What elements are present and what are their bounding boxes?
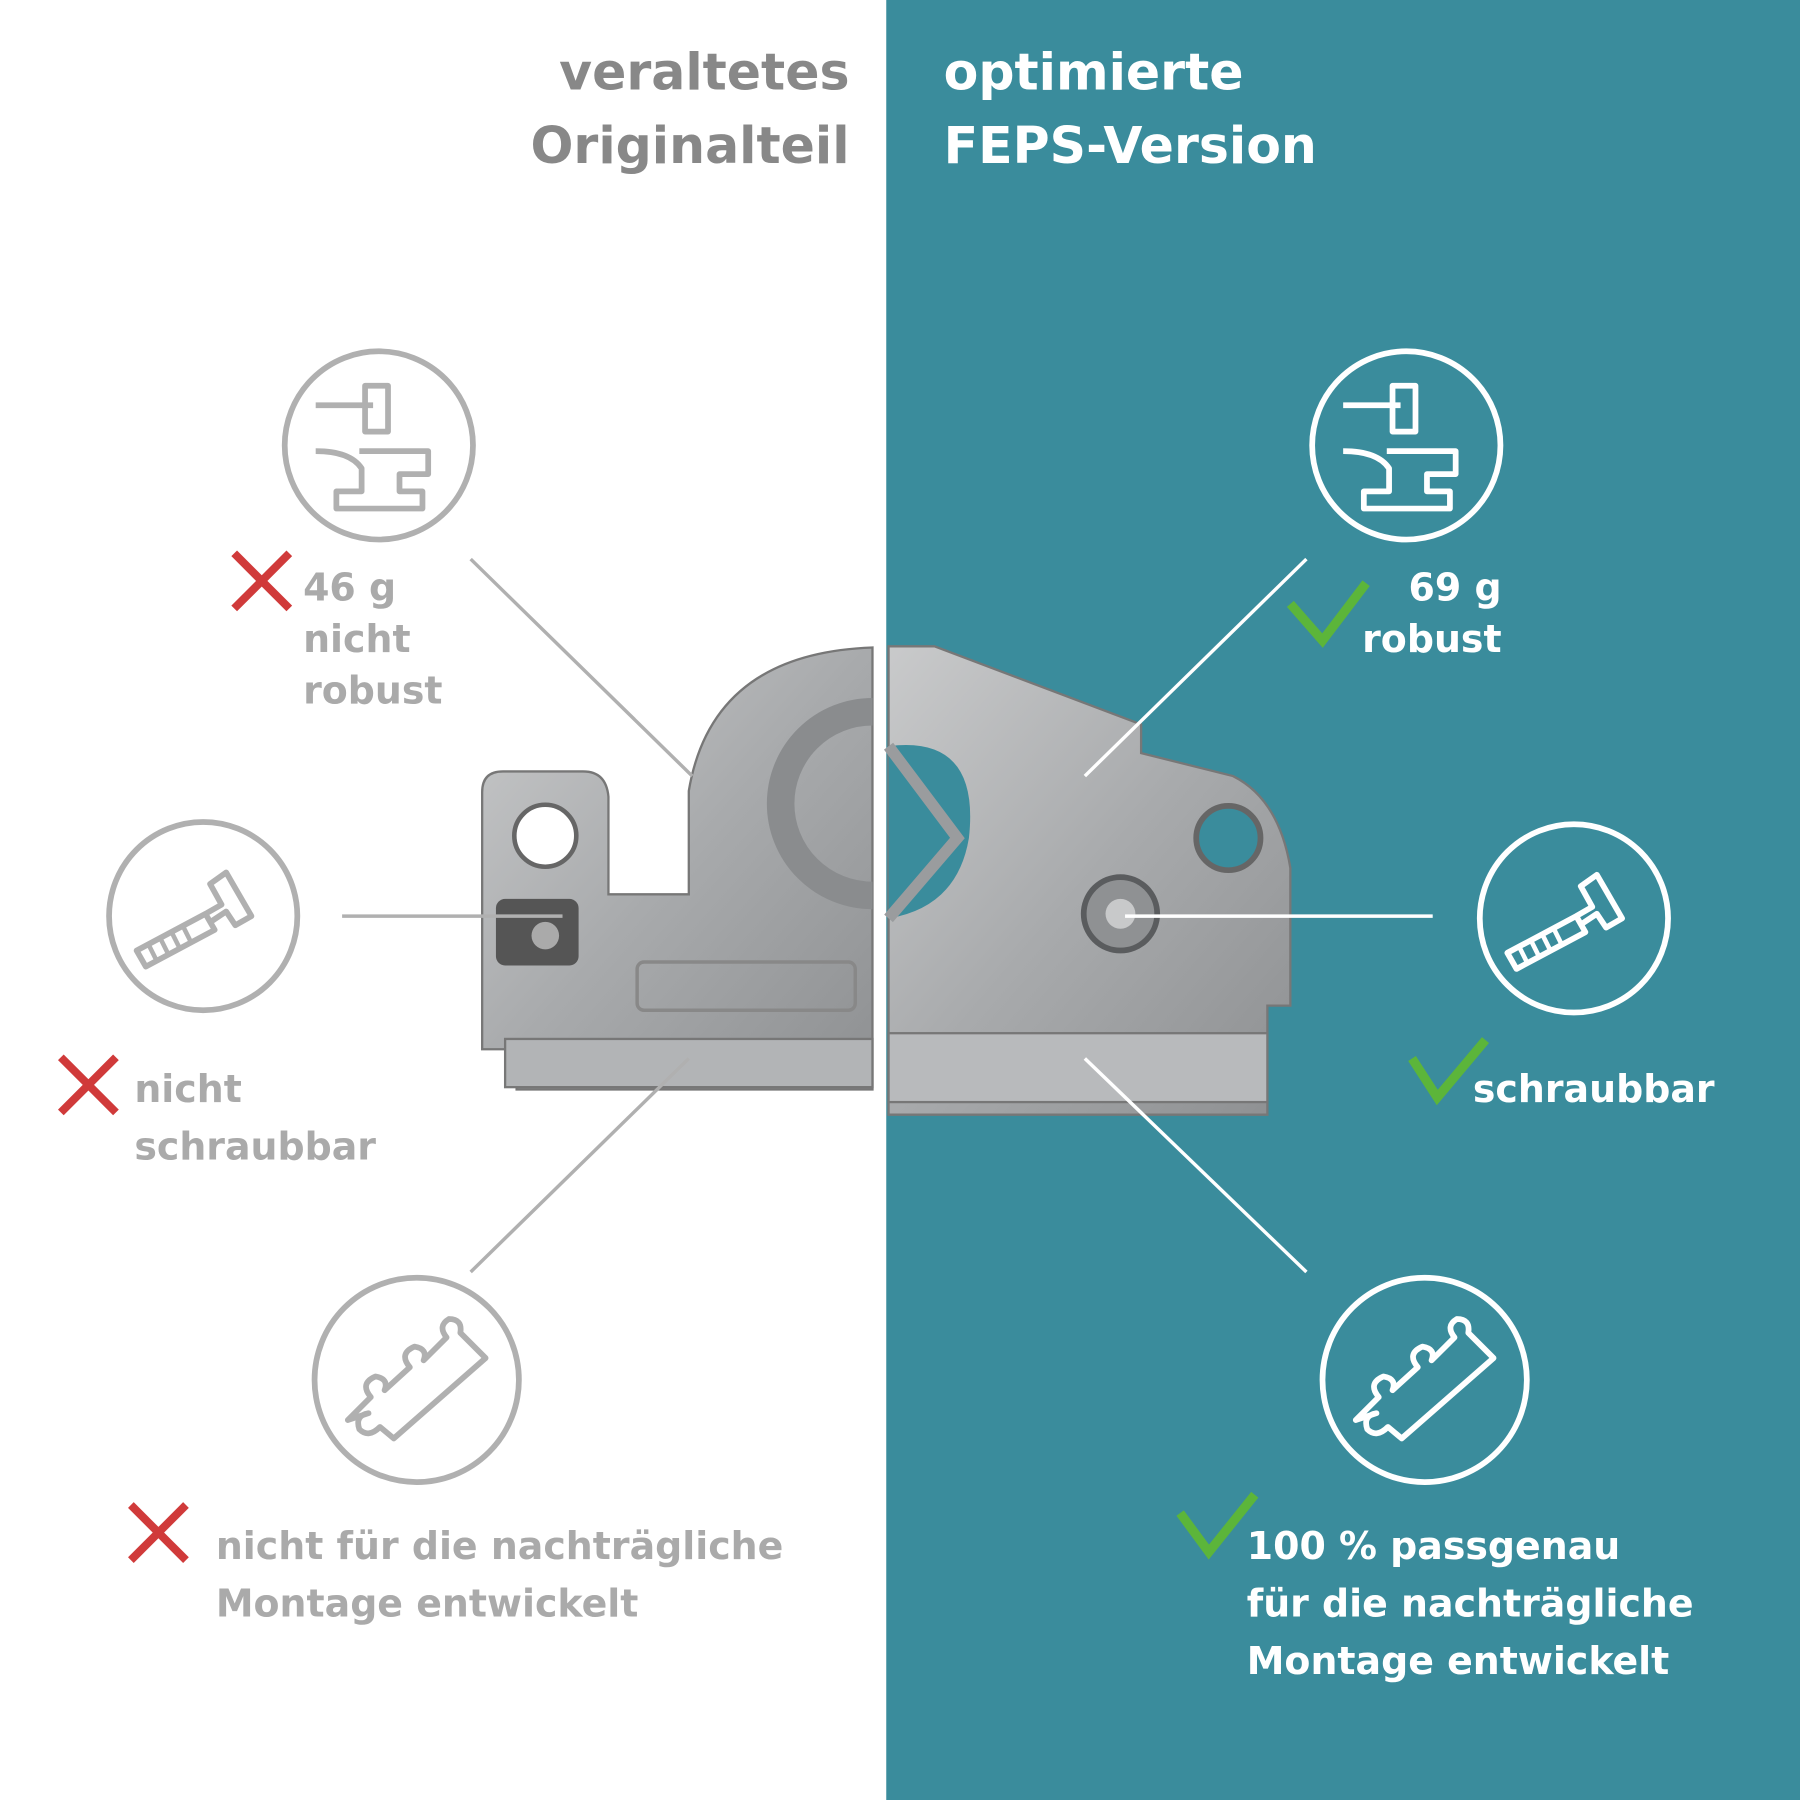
anvil-hammer-icon bbox=[281, 348, 476, 543]
label-line: nicht für die nachträgliche bbox=[215, 1523, 784, 1569]
check-icon bbox=[1286, 580, 1370, 648]
puzzle-icon bbox=[1319, 1274, 1530, 1485]
label-line: 46 g bbox=[303, 564, 397, 610]
label-line: schraubbar bbox=[1472, 1066, 1715, 1112]
label-line: robust bbox=[1362, 616, 1502, 662]
connector-lines-right bbox=[1083, 557, 1433, 1274]
puzzle-icon bbox=[311, 1274, 522, 1485]
label-line: nicht bbox=[134, 1066, 242, 1112]
label-line: Montage entwickelt bbox=[1246, 1638, 1670, 1683]
label-line: 100 % passgenau bbox=[1246, 1523, 1621, 1569]
feature-weight-feps: 69 g robust bbox=[1362, 561, 1501, 664]
heading-feps: optimierte FEPS-Version bbox=[944, 37, 1317, 184]
heading-line: FEPS-Version bbox=[943, 117, 1317, 176]
screw-icon bbox=[1476, 821, 1671, 1016]
check-marks bbox=[1176, 580, 1490, 1560]
cross-icon bbox=[231, 550, 293, 612]
label-line: nicht bbox=[303, 616, 411, 662]
heading-line: optimierte bbox=[943, 43, 1244, 103]
check-icon bbox=[1176, 1491, 1259, 1560]
feature-screw-original: nicht schraubbar bbox=[134, 1061, 376, 1176]
feature-retrofit-original: nicht für die nachträgliche Montage entw… bbox=[216, 1518, 784, 1633]
heading-original: veraltetes Originalteil bbox=[530, 37, 849, 184]
connector-lines-left bbox=[342, 557, 694, 1274]
label-line: für die nachträgliche bbox=[1246, 1580, 1694, 1626]
anvil-hammer-icon bbox=[1309, 348, 1504, 543]
heading-line: Originalteil bbox=[530, 117, 850, 176]
cross-marks bbox=[58, 550, 293, 1563]
feps-part-photo bbox=[883, 645, 1292, 1116]
feature-retrofit-feps: 100 % passgenau für die nachträgliche Mo… bbox=[1247, 1518, 1694, 1690]
heading-line: veraltetes bbox=[559, 43, 850, 103]
label-line: Montage entwickelt bbox=[215, 1580, 639, 1626]
label-line: schraubbar bbox=[134, 1123, 377, 1169]
original-part-photo bbox=[481, 646, 874, 1091]
screw-icon bbox=[106, 819, 301, 1014]
label-line: 69 g bbox=[1408, 564, 1502, 610]
feature-weight-original: 46 g nicht robust bbox=[303, 561, 442, 716]
cross-icon bbox=[128, 1502, 189, 1563]
cross-icon bbox=[58, 1054, 119, 1116]
check-icon bbox=[1408, 1037, 1490, 1106]
label-line: robust bbox=[303, 668, 443, 713]
feature-screw-feps: schraubbar bbox=[1473, 1063, 1715, 1115]
